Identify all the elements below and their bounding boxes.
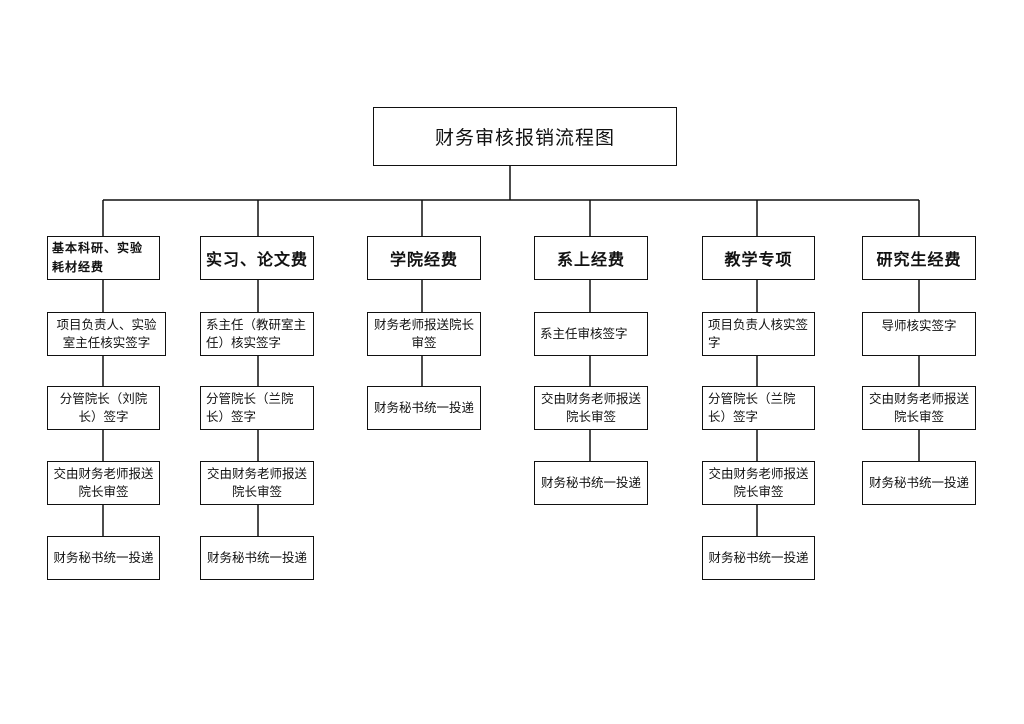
column-header-college-funds: 学院经费	[367, 236, 481, 280]
column-header-graduate-funds: 研究生经费	[862, 236, 976, 280]
step-box: 交由财务老师报送院长审签	[200, 461, 314, 505]
column-header-basic-research: 基本科研、实验耗材经费	[47, 236, 160, 280]
step-box: 分管院长（兰院长）签字	[200, 386, 314, 430]
step-box: 项目负责人、实验室主任核实签字	[47, 312, 166, 356]
step-box: 财务秘书统一投递	[534, 461, 648, 505]
step-box: 财务秘书统一投递	[702, 536, 815, 580]
step-box: 分管院长（兰院长）签字	[702, 386, 815, 430]
column-header-department-funds: 系上经费	[534, 236, 648, 280]
step-box: 交由财务老师报送院长审签	[47, 461, 160, 505]
step-box: 财务秘书统一投递	[200, 536, 314, 580]
step-box: 交由财务老师报送院长审签	[702, 461, 815, 505]
step-box: 导师核实签字	[862, 312, 976, 356]
step-box: 系主任审核签字	[534, 312, 648, 356]
step-box: 财务秘书统一投递	[367, 386, 481, 430]
step-box: 系主任（教研室主任）核实签字	[200, 312, 314, 356]
step-box: 财务老师报送院长审签	[367, 312, 481, 356]
step-box: 交由财务老师报送院长审签	[534, 386, 648, 430]
step-box: 财务秘书统一投递	[47, 536, 160, 580]
column-header-internship-thesis: 实习、论文费	[200, 236, 314, 280]
flowchart-title: 财务审核报销流程图	[373, 107, 677, 166]
step-box: 分管院长（刘院长）签字	[47, 386, 160, 430]
step-box: 财务秘书统一投递	[862, 461, 976, 505]
step-box: 交由财务老师报送院长审签	[862, 386, 976, 430]
step-box: 项目负责人核实签字	[702, 312, 815, 356]
column-header-teaching-project: 教学专项	[702, 236, 815, 280]
